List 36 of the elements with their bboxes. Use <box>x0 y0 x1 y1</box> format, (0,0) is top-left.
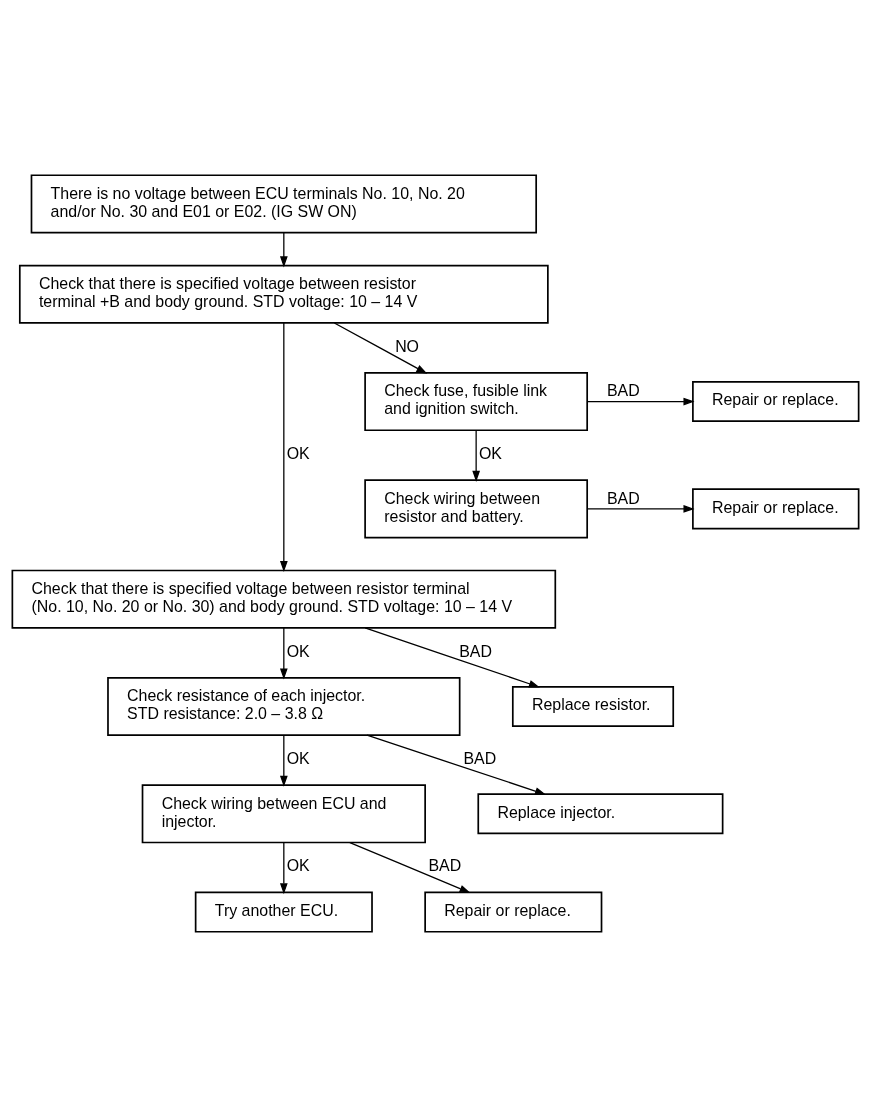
node-box: Check wiring between ECU and injector. <box>141 783 426 843</box>
edge-label: OK <box>286 642 310 660</box>
edge-label: BAD <box>463 749 497 767</box>
node-box: Repair or replace. <box>692 380 860 422</box>
arrow <box>279 626 288 680</box>
edge-label: OK <box>286 444 310 462</box>
node-box: Repair or replace. <box>424 891 603 933</box>
edge-label: OK <box>478 444 502 462</box>
arrow <box>279 231 288 267</box>
node-box: Check wiring between resistor and battery. <box>364 478 588 538</box>
arrow <box>333 321 428 374</box>
arrow <box>586 504 695 513</box>
node-box: Replace resistor. <box>511 685 675 727</box>
arrow <box>586 397 695 405</box>
arrow <box>279 734 288 787</box>
arrow <box>366 734 547 795</box>
arrow <box>279 321 288 572</box>
arrow <box>349 841 471 893</box>
edge-label: BAD <box>606 489 640 507</box>
node-box: There is no voltage between ECU terminals No. 10, No. 20 and/or No. 30 and E01 or E02. (IG SW ON) <box>30 173 537 233</box>
edge-label: OK <box>286 749 310 767</box>
node-box: Replace injector. <box>477 792 724 834</box>
edge-label: BAD <box>459 642 492 660</box>
edge-label: OK <box>286 856 310 874</box>
arrow <box>472 429 480 482</box>
edge-label: NO <box>395 337 420 355</box>
node-box: Check resistance of each injector. STD resistance: 2.0 – 3.8 Ω <box>107 676 461 736</box>
arrow <box>279 841 288 894</box>
node-box: Check fuse, fusible link and ignition switch. <box>364 371 588 431</box>
edge-label: BAD <box>606 381 640 399</box>
arrow <box>364 626 540 687</box>
node-box: Try another ECU. <box>194 891 373 933</box>
node-box: Check that there is specified voltage between resistor terminal +B and body ground. STD voltage: 10 – 14 V <box>18 264 549 324</box>
node-box: Check that there is specified voltage between resistor terminal (No. 10, No. 20 or No. 30) and body ground. STD voltage: 10 – 14 V <box>11 569 557 629</box>
edge-label: BAD <box>428 856 462 874</box>
node-box: Repair or replace. <box>692 487 860 529</box>
